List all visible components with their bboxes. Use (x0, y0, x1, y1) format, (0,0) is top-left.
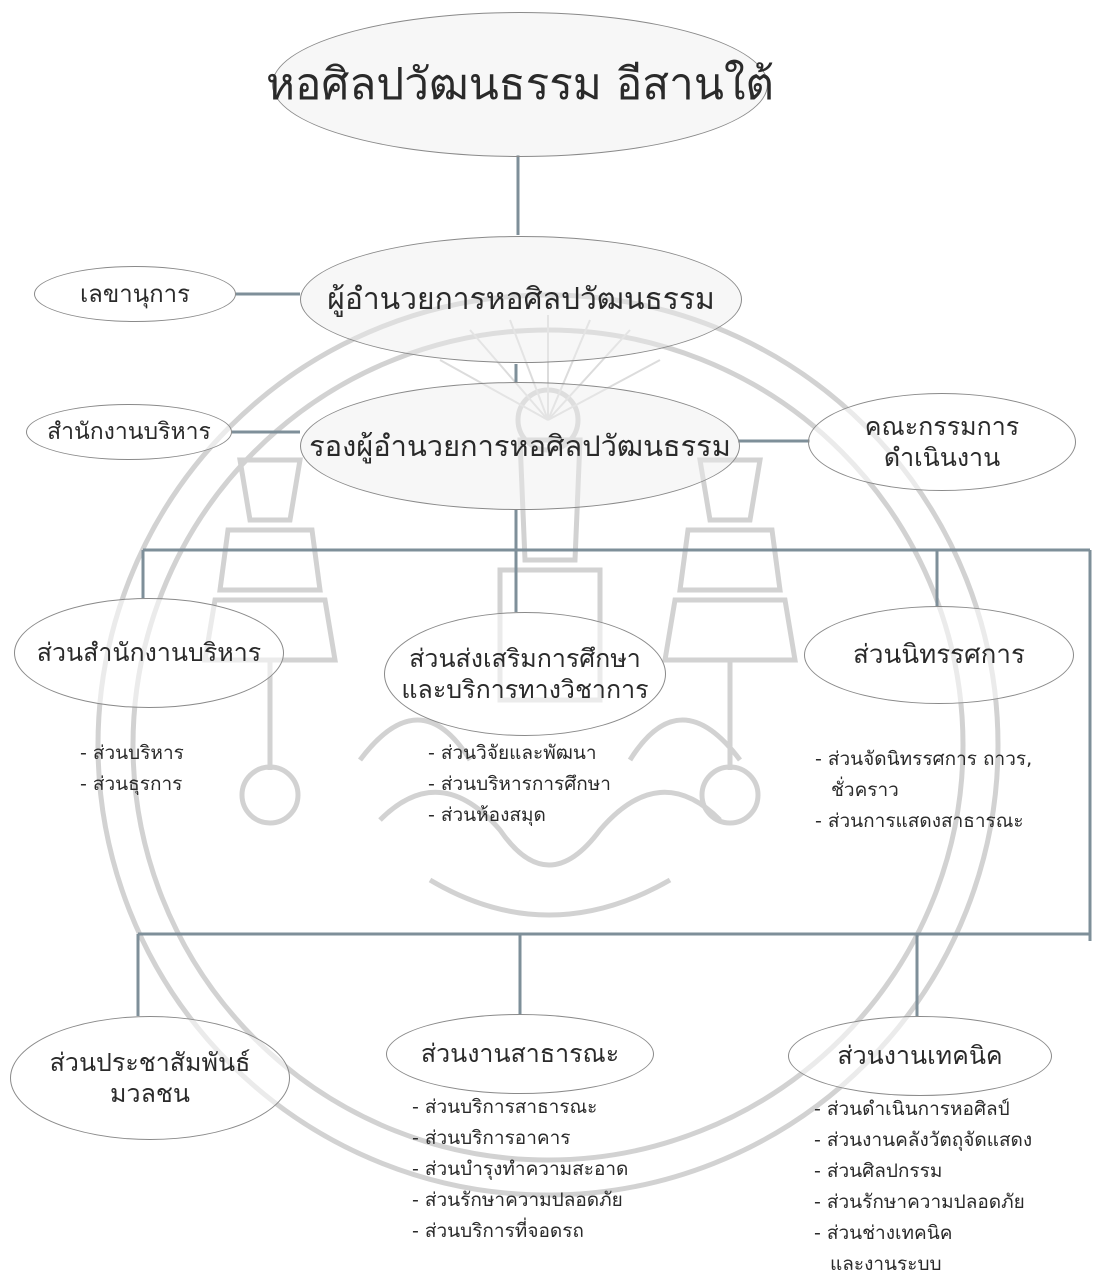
unit-pr-title: มวลชน (110, 1079, 190, 1108)
list-item: ส่วนบริหาร (80, 738, 184, 769)
org-title: หอศิลปวัฒนธรรม อีสานใต้ (265, 59, 775, 110)
unit-tech-node: ส่วนงานเทคนิค (788, 1016, 1052, 1096)
unit-exhibition-title: ส่วนนิทรรศการ (853, 639, 1025, 670)
list-item: ส่วนธุรการ (80, 769, 184, 800)
unit-tech-title: ส่วนงานเทคนิค (837, 1041, 1003, 1071)
unit-public-title: ส่วนงานสาธารณะ (420, 1039, 620, 1069)
list-item: ส่วนช่างเทคนิค (814, 1218, 1032, 1249)
secretary-node: เลขานุการ (34, 266, 236, 322)
admin-office-label: สำนักงานบริหาร (47, 418, 211, 445)
committee-line: ดำเนินงาน (883, 443, 1001, 472)
unit-admin-sublist: ส่วนบริหาร ส่วนธุรการ (80, 738, 184, 800)
list-item: ส่วนศิลปกรรม (814, 1156, 1032, 1187)
unit-exhibition-node: ส่วนนิทรรศการ (804, 606, 1074, 704)
list-item: ส่วนการแสดงสาธารณะ (815, 806, 1032, 837)
list-item: ส่วนบำรุงทำความสะอาด (412, 1154, 628, 1185)
list-item: ส่วนบริหารการศึกษา (428, 769, 611, 800)
unit-education-node: ส่วนส่งเสริมการศึกษา และบริการทางวิชาการ (384, 612, 666, 736)
list-item: ส่วนวิจัยและพัฒนา (428, 738, 611, 769)
list-item: ชั่วคราว (831, 779, 899, 801)
unit-pr-title: ส่วนประชาสัมพันธ์ (49, 1047, 251, 1077)
list-item: ส่วนบริการอาคาร (412, 1123, 628, 1154)
admin-office-node: สำนักงานบริหาร (26, 404, 232, 460)
deputy-director-label: รองผู้อำนวยการหอศิลปวัฒนธรรม (309, 428, 731, 463)
unit-public-sublist: ส่วนบริการสาธารณะ ส่วนบริการอาคาร ส่วนบำ… (412, 1092, 628, 1247)
unit-exhibition-sublist: ส่วนจัดนิทรรศการ ถาวร, ชั่วคราว ส่วนการแ… (815, 744, 1032, 837)
committee-node: คณะกรรมการ ดำเนินงาน (808, 393, 1076, 491)
list-item: ส่วนงานคลังวัตถุจัดแสดง (814, 1125, 1032, 1156)
unit-education-sublist: ส่วนวิจัยและพัฒนา ส่วนบริหารการศึกษา ส่ว… (428, 738, 611, 831)
list-item: ส่วนบริการสาธารณะ (412, 1092, 628, 1123)
secretary-label: เลขานุการ (79, 280, 191, 308)
unit-tech-sublist: ส่วนดำเนินการหอศิลป์ ส่วนงานคลังวัตถุจัด… (814, 1094, 1032, 1280)
director-node: ผู้อำนวยการหอศิลปวัฒนธรรม (300, 236, 742, 363)
unit-education-title: และบริการทางวิชาการ (401, 675, 649, 704)
list-item: และงานระบบ (830, 1253, 942, 1275)
unit-education-title: ส่วนส่งเสริมการศึกษา (409, 643, 641, 673)
deputy-director-node: รองผู้อำนวยการหอศิลปวัฒนธรรม (300, 382, 740, 510)
unit-pr-node: ส่วนประชาสัมพันธ์ มวลชน (10, 1016, 290, 1140)
unit-admin-node: ส่วนสำนักงานบริหาร (14, 598, 284, 708)
committee-line: คณะกรรมการ (864, 411, 1020, 441)
list-item: ส่วนจัดนิทรรศการ ถาวร, (815, 744, 1032, 775)
director-label: ผู้อำนวยการหอศิลปวัฒนธรรม (327, 281, 715, 317)
list-item: ส่วนดำเนินการหอศิลป์ (814, 1094, 1032, 1125)
list-item: ส่วนรักษาความปลอดภัย (412, 1185, 628, 1216)
org-title-node: หอศิลปวัฒนธรรม อีสานใต้ (266, 12, 774, 157)
list-item: ส่วนห้องสมุด (428, 800, 611, 831)
list-item: ส่วนรักษาความปลอดภัย (814, 1187, 1032, 1218)
unit-admin-title: ส่วนสำนักงานบริหาร (36, 638, 262, 668)
list-item: ส่วนบริการที่จอดรถ (412, 1216, 628, 1247)
unit-public-node: ส่วนงานสาธารณะ (386, 1014, 654, 1094)
